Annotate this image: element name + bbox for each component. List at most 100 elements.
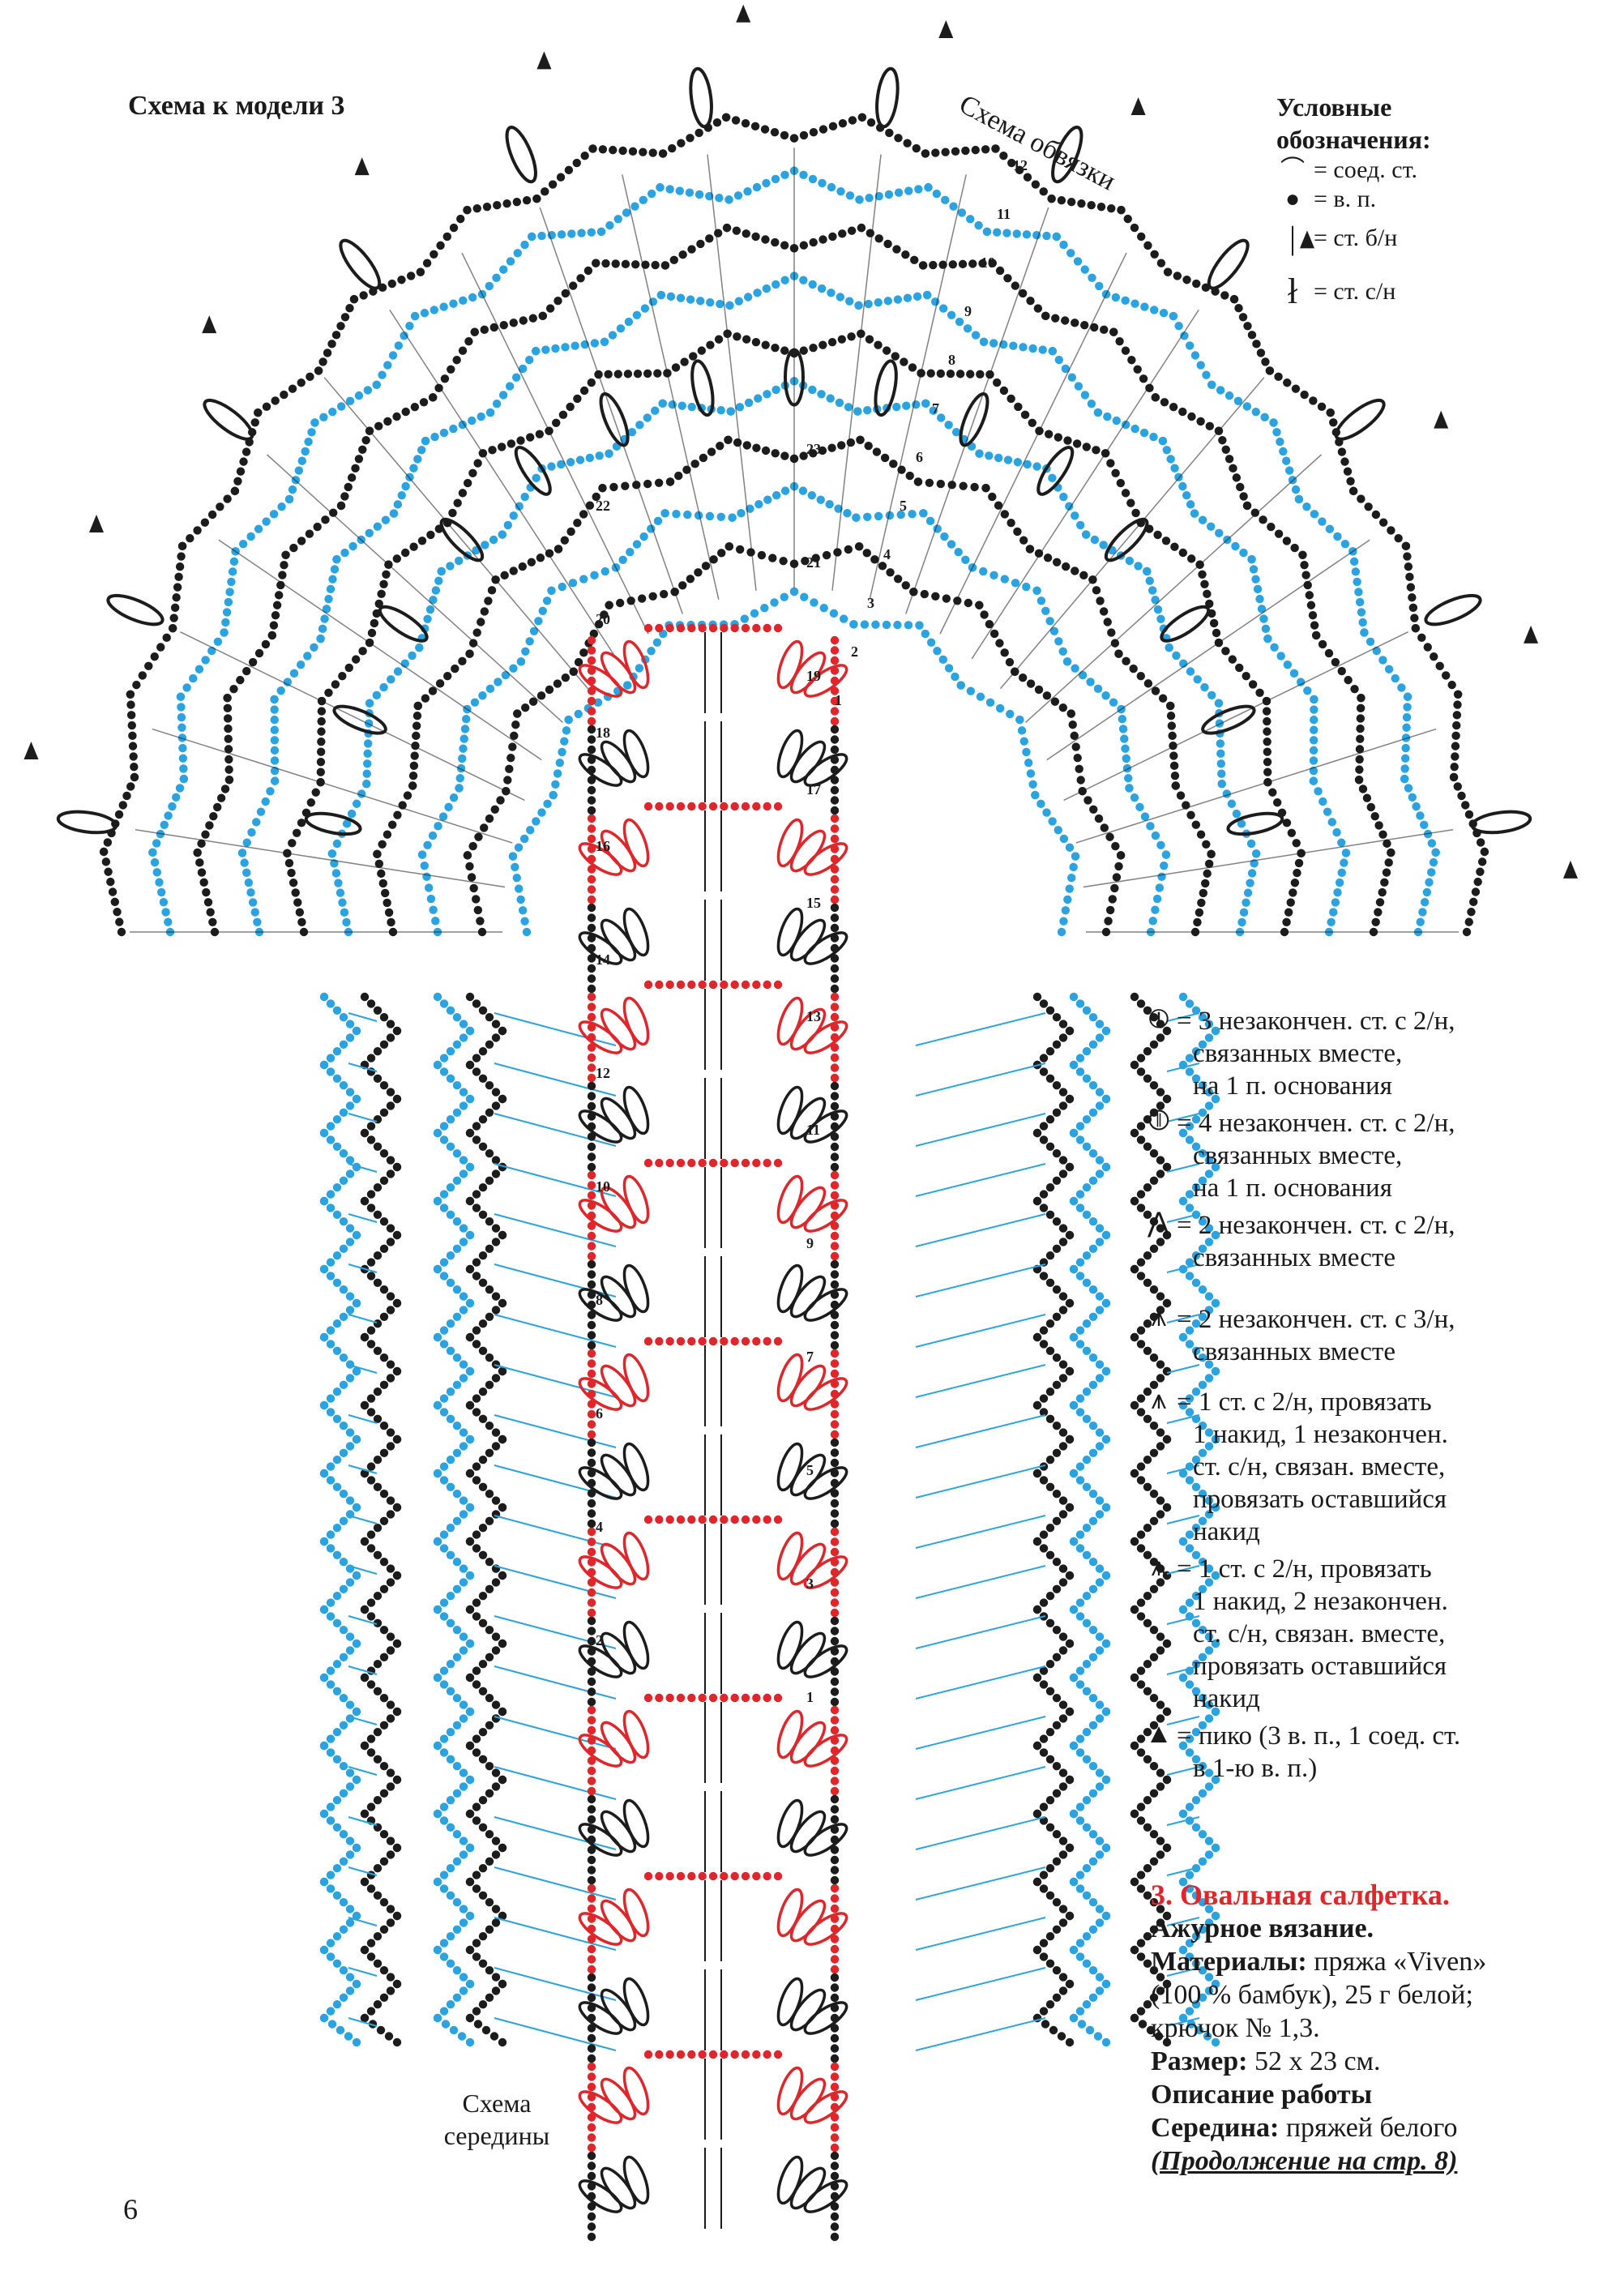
chain-dot	[587, 1578, 596, 1587]
chain-dot	[874, 340, 883, 349]
chain-dot	[1447, 680, 1456, 690]
chain-dot	[587, 1746, 596, 1755]
chain-dot	[150, 857, 160, 867]
chain-dot	[574, 709, 583, 719]
chain-dot	[940, 195, 950, 205]
chain-dot	[485, 1244, 494, 1254]
oval-cluster	[1226, 811, 1284, 836]
chain-dot	[148, 848, 157, 857]
chain-dot	[1045, 1115, 1055, 1124]
center-label-line2: середины	[443, 2121, 550, 2150]
chain-dot	[1378, 887, 1387, 897]
chain-dot	[994, 501, 1003, 510]
chain-dot	[655, 1693, 664, 1703]
chain-dot	[197, 868, 207, 877]
chain-dot	[1058, 1632, 1068, 1641]
chain-dot	[816, 495, 825, 504]
chain-dot	[818, 178, 827, 188]
chain-dot	[386, 1292, 395, 1301]
chain-dot	[830, 1458, 840, 1468]
chain-dot	[446, 1728, 455, 1737]
chain-dot	[697, 346, 707, 355]
chain-dot	[345, 1224, 355, 1233]
chain-dot	[1039, 1462, 1049, 1471]
chain-dot	[1039, 187, 1048, 196]
chain-dot	[501, 670, 511, 680]
chain-dot	[379, 1762, 389, 1771]
chain-dot	[1051, 314, 1060, 323]
chain-dot	[1239, 548, 1248, 558]
chain-dot	[1282, 456, 1291, 465]
chain-dot	[1058, 1360, 1068, 1369]
chain-dot	[360, 1877, 370, 1887]
chain-dot	[1252, 340, 1261, 348]
chain-dot	[989, 339, 998, 348]
chain-dot	[1401, 743, 1410, 753]
oval-cluster	[803, 664, 848, 698]
chain-dot	[405, 322, 414, 331]
chain-dot	[830, 776, 840, 785]
oval-cluster	[803, 753, 848, 787]
chain-dot	[1162, 1162, 1172, 1172]
chain-dot	[643, 1693, 653, 1703]
chain-dot	[575, 455, 585, 464]
chain-dot	[485, 1762, 494, 1771]
chain-dot	[830, 895, 840, 904]
chain-dot	[1101, 1434, 1111, 1444]
chain-dot	[339, 1762, 348, 1771]
oval-cluster	[622, 996, 650, 1046]
chain-dot	[1355, 745, 1365, 754]
chain-dot	[1077, 2020, 1087, 2029]
chain-dot	[1039, 1408, 1049, 1417]
chain-dot	[1156, 614, 1165, 623]
chain-dot	[489, 2032, 499, 2041]
article-materials-line3: крючок № 1,3.	[1151, 2013, 1320, 2043]
chain-dot	[587, 1170, 596, 1180]
chain-dot	[978, 259, 987, 268]
chain-dot	[1378, 830, 1387, 839]
chain-dot	[830, 755, 840, 764]
chain-dot	[465, 1877, 475, 1887]
chain-dot	[1289, 888, 1297, 897]
chain-dot	[472, 1190, 481, 1199]
chain-dot	[446, 1183, 455, 1192]
stitch-line	[348, 1062, 378, 1072]
chain-dot	[345, 1973, 355, 1982]
chain-dot	[379, 1584, 389, 1594]
chain-dot	[488, 446, 497, 455]
chain-dot	[416, 267, 425, 276]
chain-dot	[1162, 1094, 1172, 1104]
oval-cluster	[622, 1531, 650, 1581]
chain-dot	[170, 603, 180, 613]
chain-dot	[472, 1734, 481, 1743]
chain-dot	[491, 1020, 501, 1028]
chain-dot	[1058, 1782, 1068, 1791]
chain-dot	[1093, 408, 1103, 417]
chain-dot	[1211, 1026, 1220, 1036]
chain-dot	[339, 1013, 348, 1022]
chain-dot	[303, 652, 312, 661]
chain-dot	[985, 451, 994, 460]
chain-dot	[1026, 297, 1035, 306]
chain-dot	[1204, 1646, 1214, 1655]
row-number: 10	[981, 254, 995, 271]
chain-dot	[830, 796, 840, 805]
chain-dot	[1127, 356, 1136, 365]
chain-dot	[1045, 1278, 1055, 1288]
chain-dot	[643, 369, 652, 378]
chain-dot	[1263, 747, 1272, 756]
chain-dot	[386, 1918, 395, 1927]
chain-dot	[345, 1632, 355, 1641]
chain-dot	[1121, 744, 1130, 753]
chain-dot	[386, 1700, 395, 1709]
chain-dot	[326, 1340, 336, 1349]
chain-dot	[830, 686, 840, 695]
chain-dot	[587, 1012, 596, 1022]
chain-dot	[1052, 1217, 1062, 1226]
chain-dot	[452, 1898, 462, 1907]
chain-dot	[1198, 1830, 1207, 1839]
chain-dot	[379, 1149, 389, 1158]
chain-dot	[1451, 731, 1460, 741]
chain-dot	[1207, 691, 1216, 700]
chain-dot	[1215, 528, 1224, 538]
